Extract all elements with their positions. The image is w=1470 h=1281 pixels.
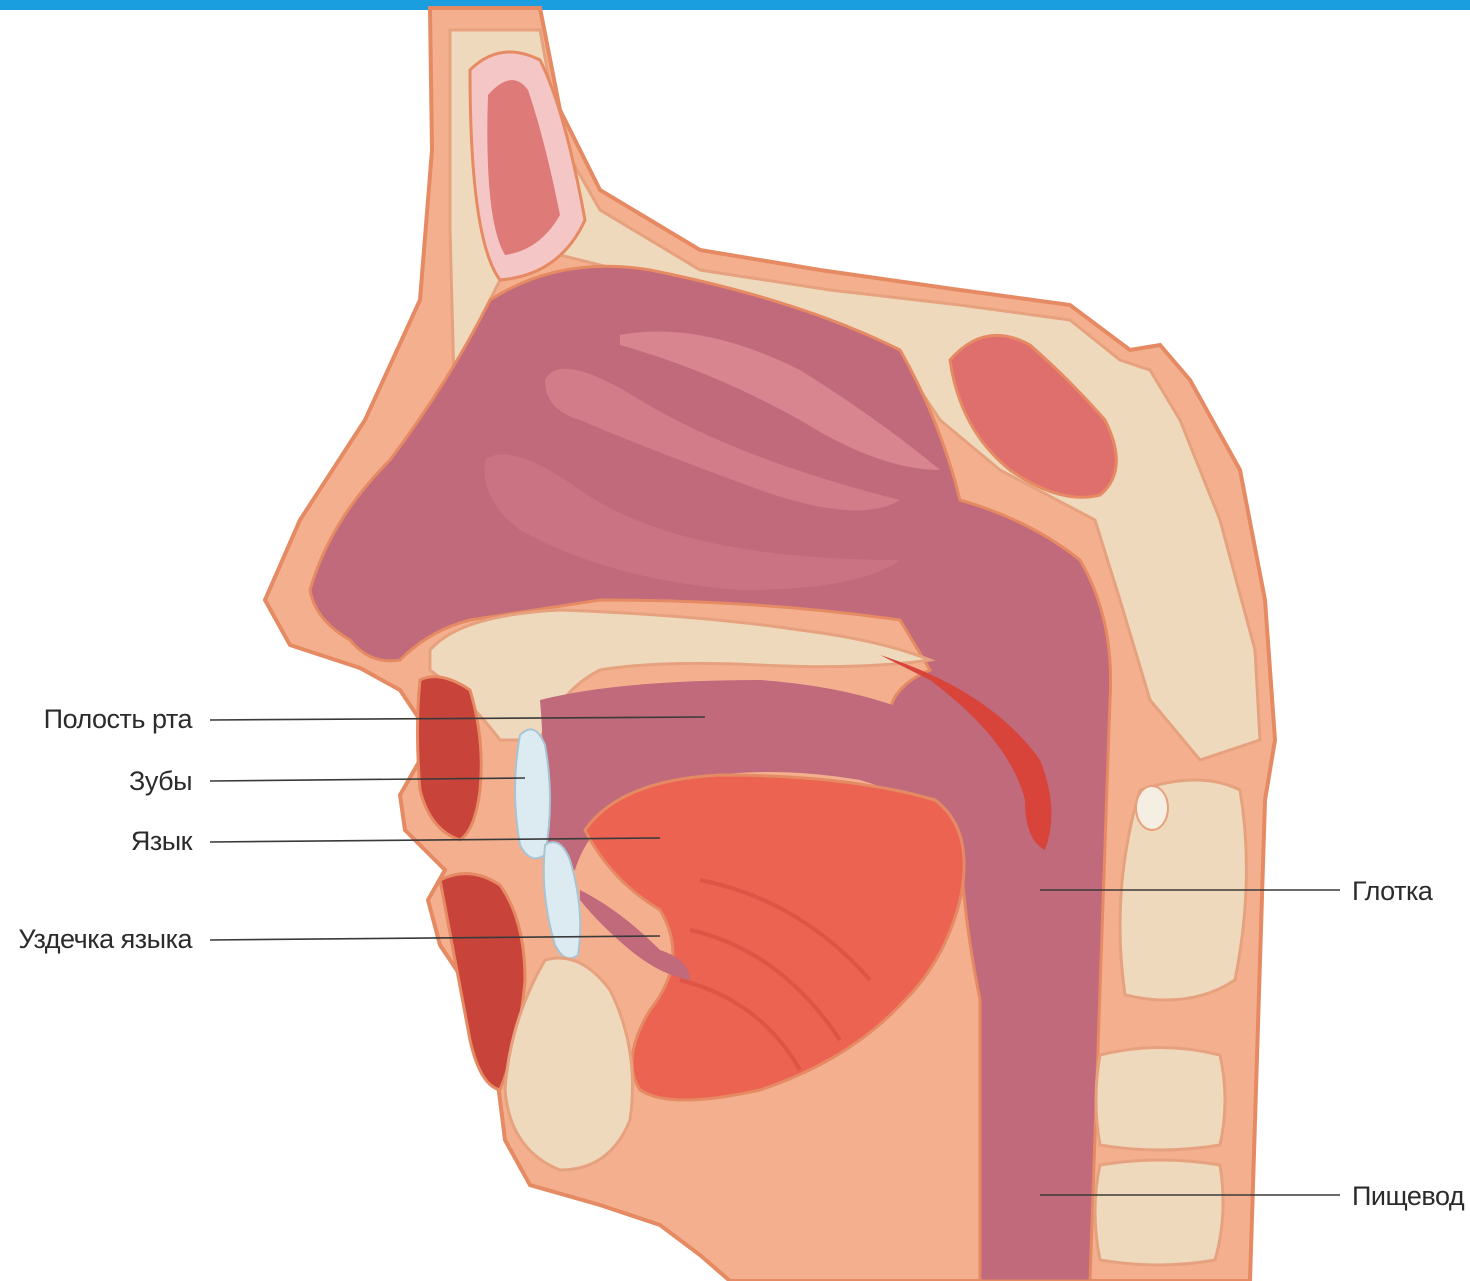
vertebra-2 xyxy=(1096,1048,1225,1151)
label-pharynx: Глотка xyxy=(1352,876,1432,907)
vertebra-3 xyxy=(1095,1160,1223,1265)
vertebral-foramen xyxy=(1136,786,1168,830)
label-esophagus: Пищевод xyxy=(1352,1181,1464,1212)
label-frenulum: Уздечка языка xyxy=(8,924,192,955)
label-teeth: Зубы xyxy=(20,766,192,797)
label-tongue: Язык xyxy=(20,826,192,857)
label-oral-cavity: Полость рта xyxy=(20,704,192,735)
